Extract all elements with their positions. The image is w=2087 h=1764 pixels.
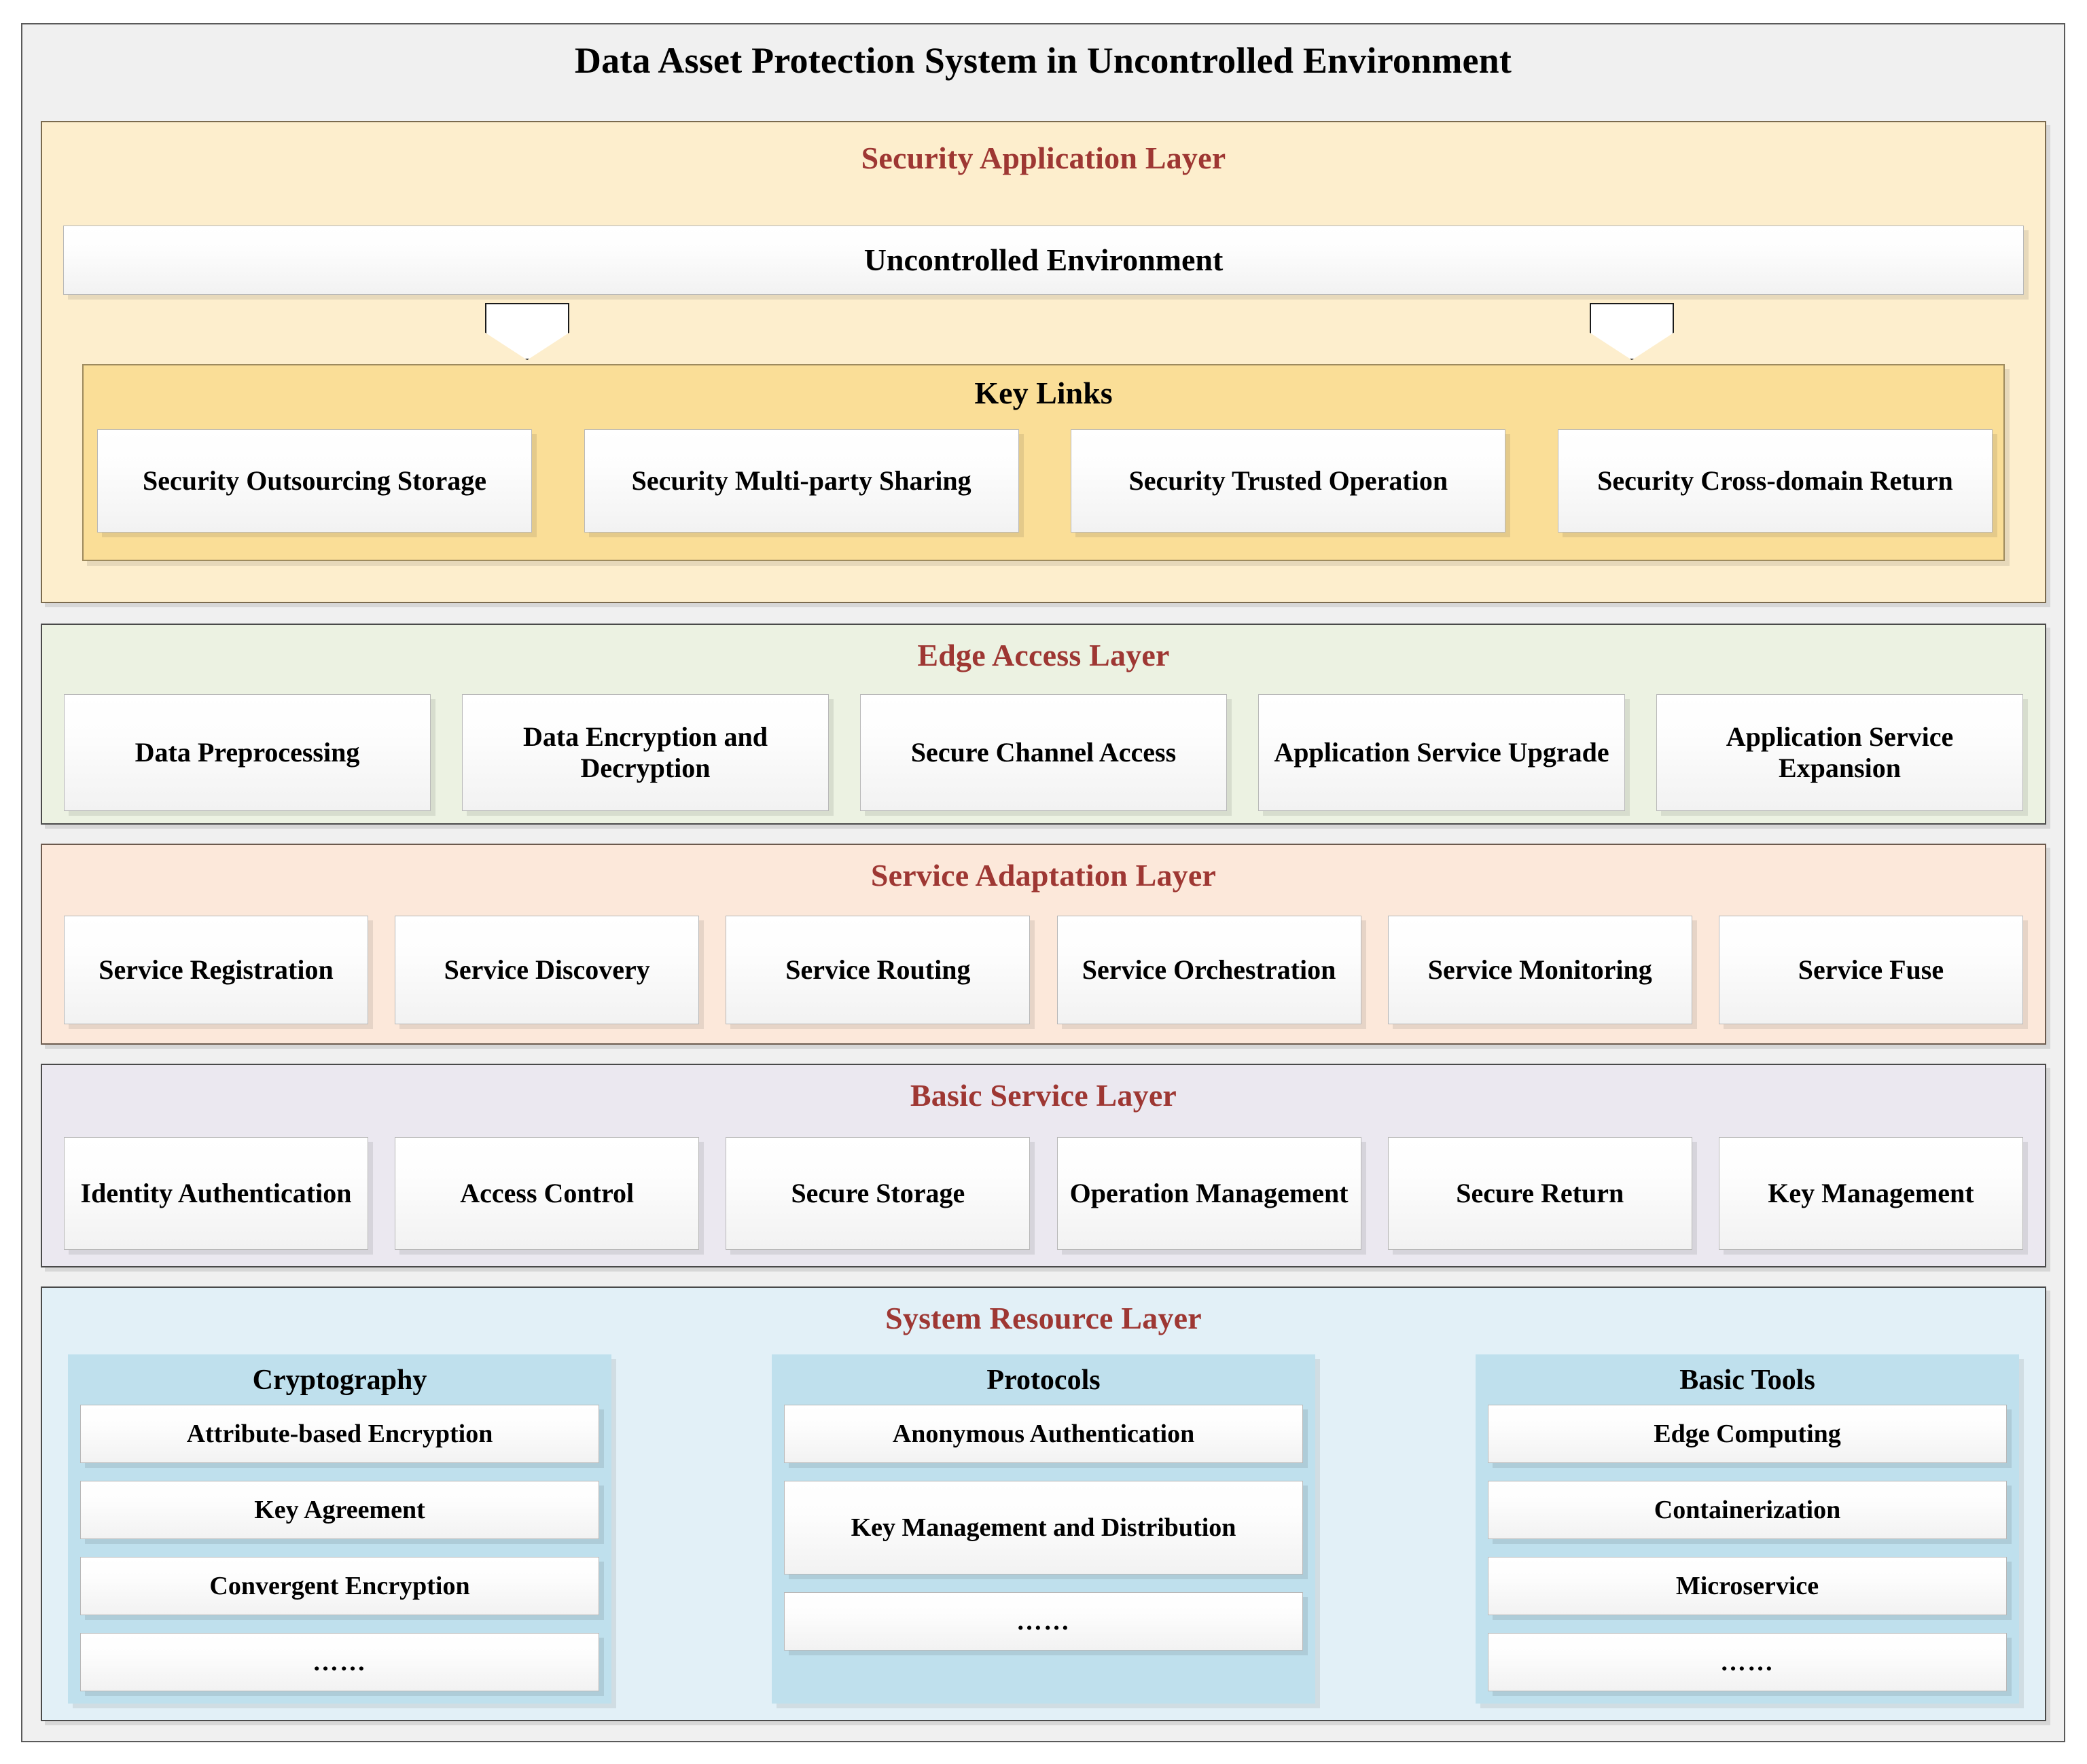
resource-group-title-cryptography: Cryptography xyxy=(252,1365,427,1396)
service-adaptation-card-service-registration[interactable]: Service Registration xyxy=(64,916,368,1024)
layer-service-adaptation: Service Adaptation Layer Service Registr… xyxy=(41,844,2046,1045)
layer-title-edge-access: Edge Access Layer xyxy=(917,638,1170,672)
service-adaptation-card-service-fuse[interactable]: Service Fuse xyxy=(1718,916,2023,1024)
layer-security-application: Security Application Layer Uncontrolled … xyxy=(41,121,2046,603)
cryptography-card-ellipsis[interactable]: …… xyxy=(80,1633,599,1691)
layer-edge-access: Edge Access Layer Data Preprocessing Dat… xyxy=(41,624,2046,825)
system-resource-groups: Cryptography Attribute-based Encryption … xyxy=(68,1354,2019,1704)
key-links-panel: Key Links Security Outsourcing Storage S… xyxy=(82,364,2005,561)
service-adaptation-card-service-orchestration[interactable]: Service Orchestration xyxy=(1056,916,1361,1024)
resource-group-basic-tools: Basic Tools Edge Computing Containerizat… xyxy=(1476,1354,2019,1704)
basic-service-card-secure-storage[interactable]: Secure Storage xyxy=(726,1137,1031,1250)
basic-service-row: Identity Authentication Access Control S… xyxy=(64,1137,2023,1250)
edge-access-card-application-service-expansion[interactable]: Application Service Expansion xyxy=(1656,694,2023,811)
layer-system-resource: System Resource Layer Cryptography Attri… xyxy=(41,1286,2046,1721)
basic-tools-card-edge-computing[interactable]: Edge Computing xyxy=(1488,1405,2007,1463)
edge-access-card-secure-channel-access[interactable]: Secure Channel Access xyxy=(860,694,1227,811)
cryptography-card-convergent-encryption[interactable]: Convergent Encryption xyxy=(80,1557,599,1615)
basic-service-card-identity-authentication[interactable]: Identity Authentication xyxy=(64,1137,368,1250)
cryptography-card-attribute-based-encryption[interactable]: Attribute-based Encryption xyxy=(80,1405,599,1463)
cryptography-card-key-agreement[interactable]: Key Agreement xyxy=(80,1481,599,1539)
resource-group-cryptography: Cryptography Attribute-based Encryption … xyxy=(68,1354,611,1704)
key-links-title: Key Links xyxy=(974,376,1113,410)
diagram-frame: Data Asset Protection System in Uncontro… xyxy=(21,23,2065,1742)
resource-group-title-basic-tools: Basic Tools xyxy=(1679,1365,1815,1396)
resource-group-title-protocols: Protocols xyxy=(986,1365,1101,1396)
protocols-card-ellipsis[interactable]: …… xyxy=(784,1592,1303,1651)
service-adaptation-card-service-discovery[interactable]: Service Discovery xyxy=(395,916,700,1024)
key-link-card-security-trusted-operation[interactable]: Security Trusted Operation xyxy=(1071,429,1506,533)
key-link-card-security-multi-party-sharing[interactable]: Security Multi-party Sharing xyxy=(584,429,1019,533)
service-adaptation-card-service-routing[interactable]: Service Routing xyxy=(726,916,1031,1024)
resource-group-protocols: Protocols Anonymous Authentication Key M… xyxy=(772,1354,1315,1704)
uncontrolled-environment-box[interactable]: Uncontrolled Environment xyxy=(63,226,2024,295)
basic-service-card-secure-return[interactable]: Secure Return xyxy=(1387,1137,1692,1250)
edge-access-card-application-service-upgrade[interactable]: Application Service Upgrade xyxy=(1258,694,1625,811)
key-link-card-security-cross-domain-return[interactable]: Security Cross-domain Return xyxy=(1557,429,1993,533)
basic-tools-card-microservice[interactable]: Microservice xyxy=(1488,1557,2007,1615)
layer-basic-service: Basic Service Layer Identity Authenticat… xyxy=(41,1064,2046,1267)
arrow-down-left-icon xyxy=(485,303,569,360)
service-adaptation-row: Service Registration Service Discovery S… xyxy=(64,916,2023,1024)
layer-title-system-resource: System Resource Layer xyxy=(885,1301,1202,1335)
service-adaptation-card-service-monitoring[interactable]: Service Monitoring xyxy=(1387,916,1692,1024)
arrow-down-right-icon xyxy=(1590,303,1674,360)
basic-tools-card-ellipsis[interactable]: …… xyxy=(1488,1633,2007,1691)
layer-title-service-adaptation: Service Adaptation Layer xyxy=(870,858,1217,893)
basic-service-card-operation-management[interactable]: Operation Management xyxy=(1056,1137,1361,1250)
edge-access-card-data-preprocessing[interactable]: Data Preprocessing xyxy=(64,694,431,811)
layer-title-basic-service: Basic Service Layer xyxy=(910,1078,1177,1113)
edge-access-row: Data Preprocessing Data Encryption and D… xyxy=(64,694,2023,811)
basic-service-card-access-control[interactable]: Access Control xyxy=(395,1137,700,1250)
key-links-row: Security Outsourcing Storage Security Mu… xyxy=(97,429,1993,533)
basic-service-card-key-management[interactable]: Key Management xyxy=(1718,1137,2023,1250)
layer-title-security-application: Security Application Layer xyxy=(861,141,1226,175)
edge-access-card-data-encryption-and-decryption[interactable]: Data Encryption and Decryption xyxy=(462,694,829,811)
basic-tools-card-containerization[interactable]: Containerization xyxy=(1488,1481,2007,1539)
protocols-card-anonymous-authentication[interactable]: Anonymous Authentication xyxy=(784,1405,1303,1463)
page-title: Data Asset Protection System in Uncontro… xyxy=(574,40,1512,81)
key-link-card-security-outsourcing-storage[interactable]: Security Outsourcing Storage xyxy=(97,429,532,533)
protocols-card-key-management-and-distribution[interactable]: Key Management and Distribution xyxy=(784,1481,1303,1574)
